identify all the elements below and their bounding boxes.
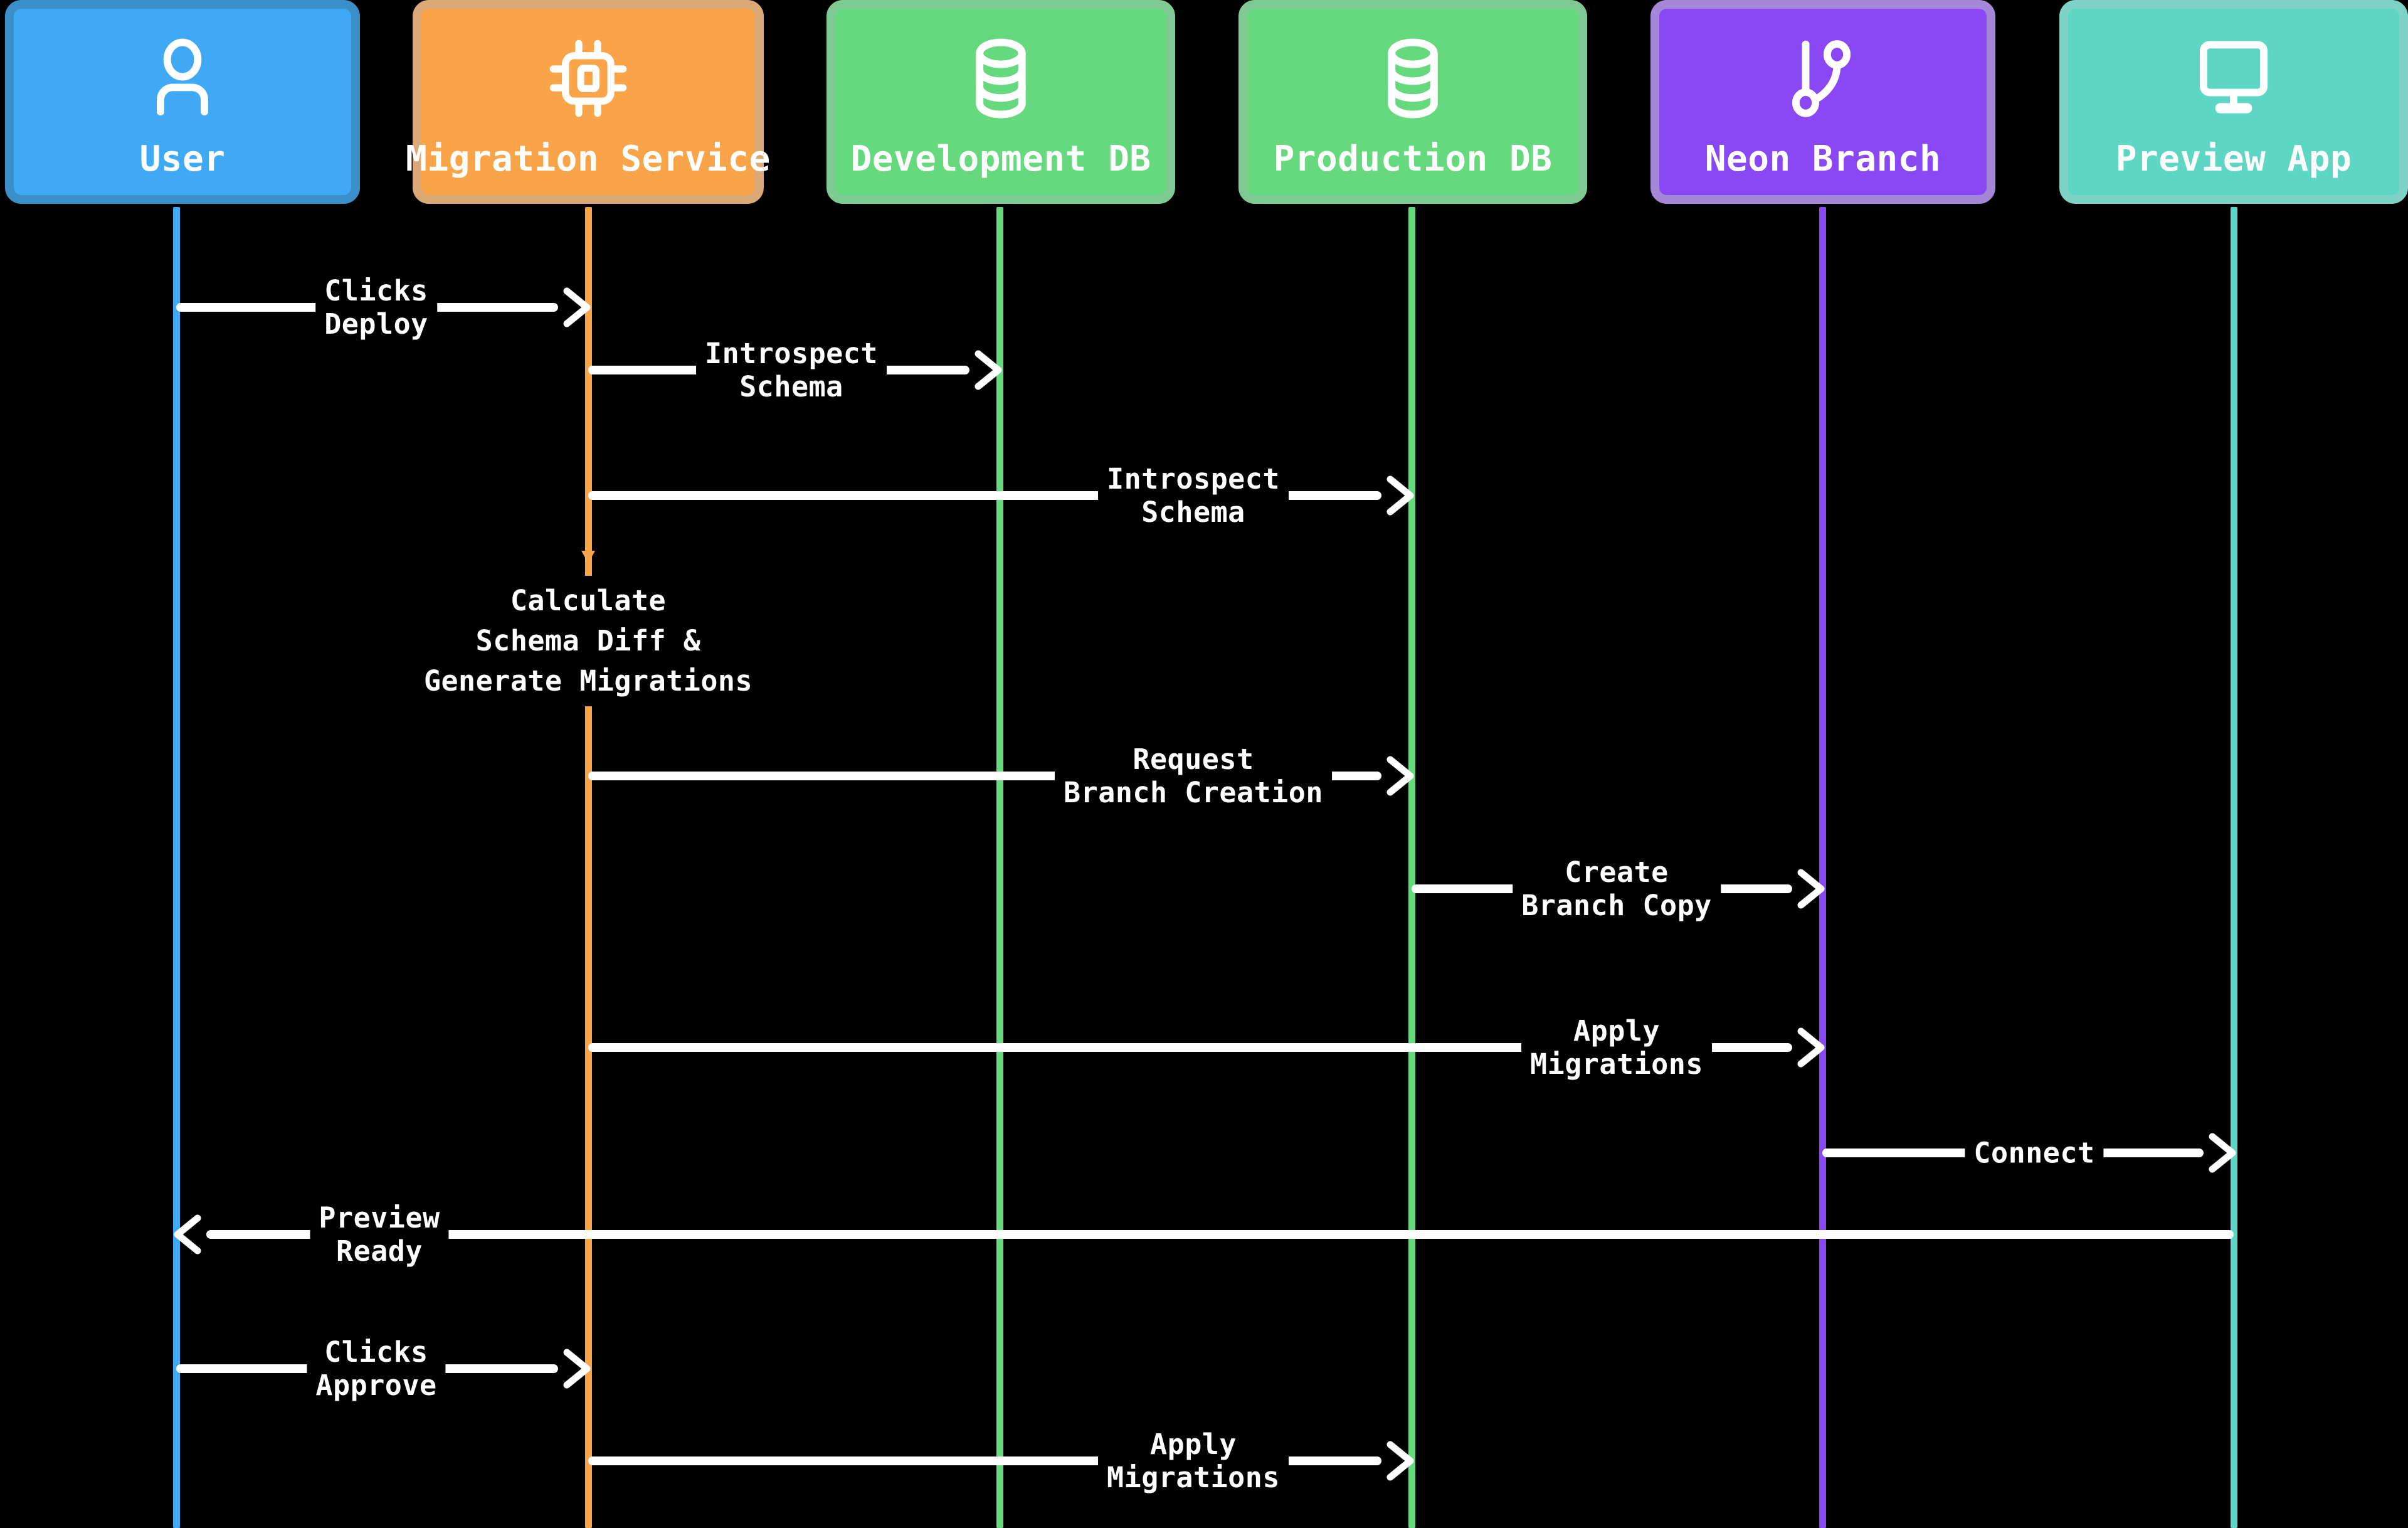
participant-label: Development DB <box>850 139 1151 179</box>
participant-neon-branch[interactable]: Neon Branch <box>1650 0 1995 204</box>
participant-production-db[interactable]: Production DB <box>1238 0 1587 204</box>
message-line <box>206 1230 2234 1239</box>
message-label: Apply Migrations <box>1098 1427 1289 1495</box>
self-message-calculate-schema-diff: Calculate Schema Diff & Generate Migrati… <box>407 576 769 706</box>
database-icon <box>954 31 1048 125</box>
message-label: Request Branch Creation <box>1055 742 1332 810</box>
participant-label: User <box>139 139 226 179</box>
lifeline-preview-app <box>2231 207 2237 1528</box>
participant-migration-service[interactable]: Migration Service <box>406 0 770 204</box>
message-arrowhead <box>1376 474 1419 517</box>
lifeline-migration-service <box>585 207 592 1528</box>
participant-label: Preview App <box>2115 139 2352 179</box>
message-label: Clicks Deploy <box>315 273 437 341</box>
lifeline-user <box>173 207 180 1528</box>
message-label: Clicks Approve <box>307 1335 446 1403</box>
message-label: Preview Ready <box>310 1201 449 1268</box>
message-line <box>588 1043 1792 1052</box>
participant-preview-app[interactable]: Preview App <box>2059 0 2408 204</box>
message-arrowhead <box>1376 1440 1419 1482</box>
participant-development-db[interactable]: Development DB <box>826 0 1175 204</box>
message-arrowhead <box>553 1347 596 1390</box>
participant-user[interactable]: User <box>5 0 360 204</box>
lifeline-development-db <box>996 207 1003 1528</box>
chip-icon <box>541 31 635 125</box>
person-icon <box>135 31 230 125</box>
participant-label: Migration Service <box>406 139 771 179</box>
self-message-arrow-calculate-schema-diff <box>581 551 595 565</box>
message-arrowhead <box>964 349 1007 391</box>
message-label: Connect <box>1965 1136 2104 1170</box>
lifeline-neon-branch <box>1819 207 1826 1528</box>
participant-label: Production DB <box>1273 139 1553 179</box>
lifeline-production-db <box>1408 207 1415 1528</box>
database-icon <box>1366 31 1460 125</box>
message-arrowhead <box>2199 1132 2241 1174</box>
participant-label: Neon Branch <box>1704 139 1941 179</box>
git-branch-icon <box>1776 31 1870 125</box>
message-label: Introspect Schema <box>696 336 887 404</box>
message-label: Apply Migrations <box>1521 1014 1712 1081</box>
message-arrowhead <box>169 1213 211 1256</box>
message-arrowhead <box>1376 755 1419 797</box>
message-arrowhead <box>1787 1026 1830 1069</box>
message-arrowhead <box>553 286 596 329</box>
message-arrowhead <box>1787 867 1830 910</box>
message-label: Create Branch Copy <box>1513 855 1721 923</box>
message-label: Introspect Schema <box>1098 462 1289 529</box>
monitor-icon <box>2187 31 2281 125</box>
